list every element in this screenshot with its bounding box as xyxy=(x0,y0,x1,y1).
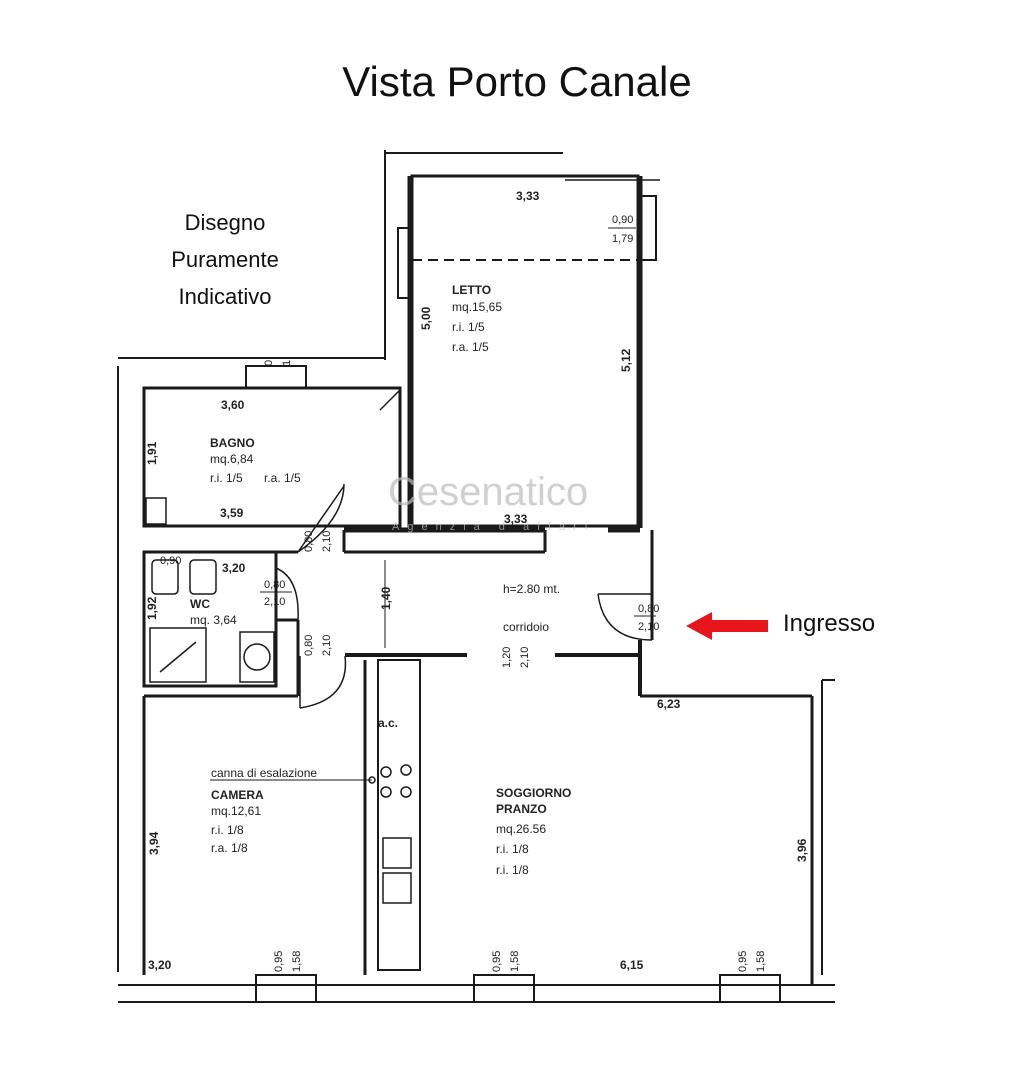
dim-win1-h: 1,58 xyxy=(291,951,303,972)
room-camera-name: CAMERA xyxy=(211,788,264,802)
window-letto-right xyxy=(639,195,657,261)
room-camera-area: mq.12,61 xyxy=(211,804,261,818)
dim-win2-w: 0,95 xyxy=(491,951,503,972)
door-bagno-swing xyxy=(297,483,345,553)
room-soggiorno-area: mq.26.56 xyxy=(496,822,546,836)
dim-bagno-top: 3,60 xyxy=(221,398,245,412)
watermark: Cesenatico Agenzia d'affari xyxy=(388,470,595,533)
dim-bagno-bottom: 3,59 xyxy=(220,506,244,520)
note-line-3: Indicativo xyxy=(178,284,272,309)
door-camera-swing xyxy=(299,655,347,709)
windows xyxy=(245,195,781,1003)
dim-soggiorno-bottom: 6,15 xyxy=(620,958,644,972)
dim-soggiorno-right: 3,96 xyxy=(795,838,809,862)
dim-win3-h: 1,58 xyxy=(755,951,767,972)
window-bagno xyxy=(245,365,307,389)
dim-door-wc-h: 2,10 xyxy=(264,596,285,608)
dim-letto-window-h: 1,79 xyxy=(612,233,633,245)
dim-door-corr-w: 1,20 xyxy=(501,647,513,668)
room-soggiorno-name1: SOGGIORNO xyxy=(496,786,571,800)
room-corridoio-name: corridoio xyxy=(503,620,549,634)
dim-camera-bottom: 3,20 xyxy=(148,958,172,972)
dim-door-camera-w: 0,80 xyxy=(303,635,315,656)
dim-win2-h: 1,58 xyxy=(509,951,521,972)
room-wc-name: WC xyxy=(190,597,210,611)
wc-shower xyxy=(149,627,207,683)
room-corridoio: h=2.80 mt. corridoio xyxy=(503,582,560,634)
room-camera: canna di esalazione CAMERA mq.12,61 r.i.… xyxy=(211,766,317,855)
dim-letto-bottom: 3,33 xyxy=(504,512,528,526)
door-entry-swing xyxy=(597,593,653,641)
dim-door-corr-h: 2,10 xyxy=(519,647,531,668)
dim-letto-right: 5,12 xyxy=(619,348,633,372)
dimensions: 3,33 0,90 1,79 5,00 5,12 3,33 3,60 0 1 1… xyxy=(145,189,809,972)
wc-toilet xyxy=(151,559,179,595)
note-line-1: Disegno xyxy=(184,210,266,235)
room-bagno-ri: r.i. 1/5 xyxy=(210,471,243,485)
room-soggiorno-name2: PRANZO xyxy=(496,802,547,816)
room-soggiorno-ra: r.i. 1/8 xyxy=(496,863,529,877)
fixtures xyxy=(145,497,412,798)
doors xyxy=(275,483,653,709)
dim-entry-door-h: 2,10 xyxy=(638,621,659,633)
room-bagno-area: mq.6,84 xyxy=(210,452,254,466)
dim-soggiorno-top: 6,23 xyxy=(657,697,681,711)
dim-door-wc-w: 0,80 xyxy=(264,579,285,591)
entrance-label: Ingresso xyxy=(783,610,876,637)
dim-camera-left: 3,94 xyxy=(147,831,161,855)
dim-bagno-vent-a: 0 xyxy=(263,360,275,366)
disclaimer-note: Disegno Puramente Indicativo xyxy=(145,204,305,315)
window-soggiorno-1 xyxy=(473,974,535,1003)
room-bagno: BAGNO mq.6,84 r.i. 1/5 r.a. 1/5 xyxy=(210,436,301,485)
window-camera xyxy=(255,974,317,1003)
room-camera-ri: r.i. 1/8 xyxy=(211,823,244,837)
entrance-arrow-icon xyxy=(686,612,768,640)
dim-letto-top: 3,33 xyxy=(516,189,540,203)
room-letto: LETTO mq.15,65 r.i. 1/5 r.a. 1/5 xyxy=(452,283,502,354)
dim-bagno-vent-b: 1 xyxy=(281,360,293,366)
dim-win1-w: 0,95 xyxy=(273,951,285,972)
room-wc-area: mq. 3,64 xyxy=(190,613,237,627)
room-letto-area: mq.15,65 xyxy=(452,300,502,314)
room-letto-ri: r.i. 1/5 xyxy=(452,320,485,334)
kitchen-label: a.c. xyxy=(378,716,398,730)
dim-letto-left: 5,00 xyxy=(419,306,433,330)
dim-wc-small: 0,90 xyxy=(160,555,181,567)
room-bagno-name: BAGNO xyxy=(210,436,255,450)
dim-corridor-width: 1,40 xyxy=(379,586,393,610)
dim-door-bagno-h: 2,10 xyxy=(321,531,333,552)
room-bagno-ra: r.a. 1/5 xyxy=(264,471,301,485)
room-letto-ra: r.a. 1/5 xyxy=(452,340,489,354)
room-soggiorno-ri: r.i. 1/8 xyxy=(496,842,529,856)
room-camera-ra: r.a. 1/8 xyxy=(211,841,248,855)
page-title: Vista Porto Canale xyxy=(342,58,692,105)
dim-wc-top: 3,20 xyxy=(222,561,246,575)
dim-letto-window-w: 0,90 xyxy=(612,214,633,226)
room-wc: WC mq. 3,64 xyxy=(190,597,237,627)
dim-door-camera-h: 2,10 xyxy=(321,635,333,656)
room-soggiorno: SOGGIORNO PRANZO mq.26.56 r.i. 1/8 r.i. … xyxy=(496,786,571,877)
room-letto-name: LETTO xyxy=(452,283,491,297)
wc-bidet xyxy=(189,559,217,595)
watermark-sub: Agenzia d'affari xyxy=(392,521,595,533)
window-letto-left xyxy=(397,227,413,299)
dim-door-bagno-w: 0,80 xyxy=(303,531,315,552)
flue-label: canna di esalazione xyxy=(211,766,317,780)
ceiling-height: h=2.80 mt. xyxy=(503,582,560,596)
wc-sink xyxy=(239,631,275,683)
walls xyxy=(117,150,835,1003)
stove-burner xyxy=(380,766,392,778)
dim-wc-side: 1,92 xyxy=(145,596,159,620)
watermark-brand: Cesenatico xyxy=(388,470,588,514)
dim-bagno-left: 1,91 xyxy=(145,441,159,465)
window-soggiorno-2 xyxy=(719,974,781,1003)
door-wc-swing xyxy=(275,567,299,621)
dim-win3-w: 0,95 xyxy=(737,951,749,972)
note-line-2: Puramente xyxy=(171,247,279,272)
dim-entry-door-w: 0,80 xyxy=(638,603,659,615)
bagno-fixture xyxy=(145,497,167,525)
